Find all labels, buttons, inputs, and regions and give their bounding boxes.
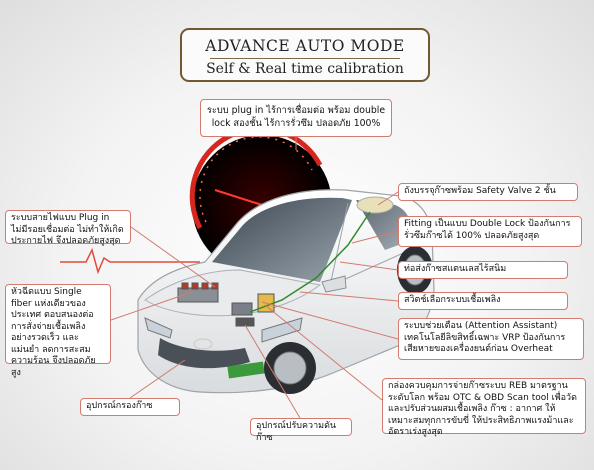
callout-stainless-pipe: ท่อส่งก๊าซสแตนเลสไร้สนิม xyxy=(398,261,568,279)
callout-plug-in-double-lock: ระบบ plug in ไร้การเชื่อมต่อ พร้อม doubl… xyxy=(200,99,392,137)
heartbeat-icon xyxy=(60,247,200,275)
title-main: ADVANCE AUTO MODE xyxy=(205,37,405,55)
callout-safety-valve: ถังบรรจุก๊าซพร้อม Safety Valve 2 ชั้น xyxy=(398,183,578,201)
title-divider xyxy=(210,58,400,59)
leader-lines xyxy=(110,137,399,419)
title-box: ADVANCE AUTO MODE Self & Real time calib… xyxy=(180,28,430,82)
callout-attention-assistant: ระบบช่วยเตือน (Attention Assistant) เทคโ… xyxy=(398,318,584,360)
title-subtitle: Self & Real time calibration xyxy=(206,61,404,77)
callout-fuel-switch: สวิตช์เลือกระบบเชื้อเพลิง xyxy=(398,292,568,310)
car-icon xyxy=(137,189,435,394)
callout-double-lock-fitting: Fitting เป็นแบบ Double Lock ป้องกันการรั… xyxy=(398,216,582,247)
callout-plug-in-wiring: ระบบสายไฟแบบ Plug in ไม่มีรอยเชื่อมต่อ ไ… xyxy=(5,210,131,246)
callout-single-fiber-injector: หัวฉีดแบบ Single fiber แห่งเดียวของประเท… xyxy=(5,284,111,378)
callout-pressure-regulator: อุปกรณ์ปรับความดันก๊าซ xyxy=(250,418,352,443)
callout-reb-ecu: กล่องควบคุมการจ่ายก๊าซระบบ REB มาตรฐานระ… xyxy=(382,378,586,437)
callout-gas-filter: อุปกรณ์กรองก๊าซ xyxy=(80,398,180,416)
